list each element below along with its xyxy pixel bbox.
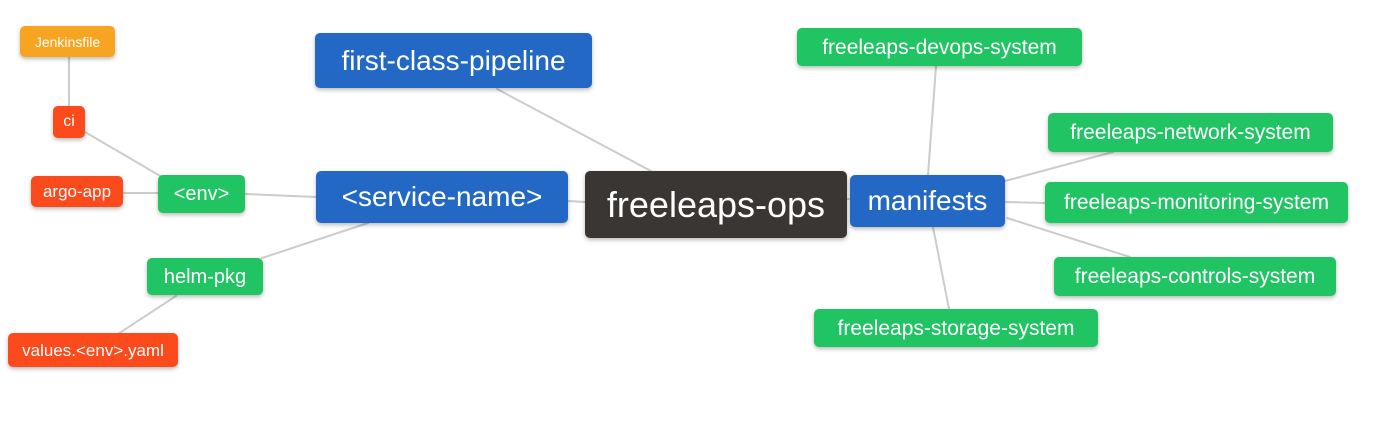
node-devops-system[interactable]: freeleaps-devops-system xyxy=(797,28,1082,66)
edge-helm-pkg-service-name xyxy=(261,222,369,259)
node-monitoring-system[interactable]: freeleaps-monitoring-system xyxy=(1045,182,1348,223)
edge-manifests-monitoring xyxy=(1004,201,1046,204)
edge-manifests-devops xyxy=(927,65,937,176)
node-storage-system[interactable]: freeleaps-storage-system xyxy=(814,309,1098,347)
edge-service-name-ops xyxy=(567,200,586,203)
node-network-system[interactable]: freeleaps-network-system xyxy=(1048,113,1333,152)
node-freeleaps-ops[interactable]: freeleaps-ops xyxy=(585,171,847,238)
edge-manifests-controls xyxy=(1006,217,1131,258)
edge-manifests-network xyxy=(1004,151,1114,182)
node-argo-app[interactable]: argo-app xyxy=(31,176,123,207)
node-first-class-pipeline[interactable]: first-class-pipeline xyxy=(315,33,592,88)
edge-ci-env xyxy=(84,131,163,178)
node-values-env-yaml[interactable]: values.<env>.yaml xyxy=(8,333,178,367)
node-env[interactable]: <env> xyxy=(158,175,245,213)
node-helm-pkg[interactable]: helm-pkg xyxy=(147,258,263,295)
node-manifests[interactable]: manifests xyxy=(850,175,1005,227)
node-service-name[interactable]: <service-name> xyxy=(316,171,568,223)
node-controls-system[interactable]: freeleaps-controls-system xyxy=(1054,257,1336,296)
edge-env-service-name xyxy=(244,193,317,198)
node-ci[interactable]: ci xyxy=(53,106,85,138)
edge-pipeline-ops xyxy=(496,88,652,172)
node-jenkinsfile[interactable]: Jenkinsfile xyxy=(20,26,115,57)
edge-values-helm-pkg xyxy=(117,295,177,335)
edge-manifests-storage xyxy=(932,226,950,310)
